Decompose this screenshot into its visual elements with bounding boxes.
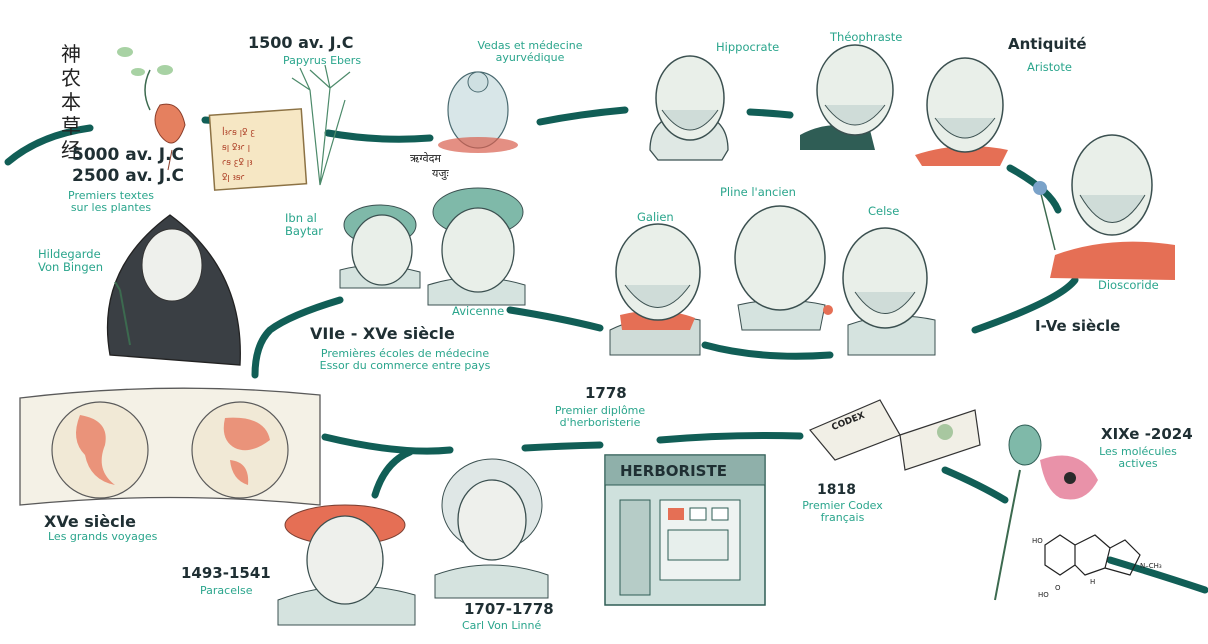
codex-book-illustration [809, 399, 981, 471]
hildegarde-portrait [106, 214, 241, 366]
papyrus-text-line: ꜥꞩ ꜫꝿ ꞁꜣ [222, 158, 253, 168]
shennong-bencao-text: 神农本草经 [61, 42, 81, 162]
pline-portrait [734, 205, 833, 331]
dioscoride-portrait [1033, 134, 1175, 280]
year-1778: 1778 [585, 384, 627, 402]
papyrus-text-line: ꝿꞁ ꜣꞩꜥ [222, 173, 245, 183]
aristote-label: Aristote [1027, 60, 1072, 74]
dioscoride-label: Dioscoride [1098, 278, 1159, 292]
paracelse-label: Paracelse [200, 584, 253, 597]
theophraste-label: Théophraste [830, 30, 903, 44]
celse-label: Celse [868, 204, 900, 218]
sanskrit-text: यजुः [432, 167, 450, 180]
celse-portrait [842, 227, 936, 356]
timeline-segment [656, 432, 804, 444]
era-1500-bc: 1500 av. J.C [248, 33, 354, 52]
era-2500-bc: 2500 av. J.C [72, 166, 185, 186]
ginseng-plant-illustration [117, 47, 186, 171]
world-map-illustration [19, 387, 321, 506]
shop-sign-text: HERBORISTE [620, 462, 727, 480]
galien-label: Galien [637, 210, 674, 224]
pline-label: Pline l'ancien [720, 185, 796, 199]
papyrus-scroll-illustration [208, 108, 308, 191]
linne-dates: 1707-1778 [464, 600, 554, 618]
molecule-atom: HO [1032, 537, 1043, 545]
carl-von-linne-portrait [434, 458, 549, 599]
era-i-ve-siecle: I-Ve siècle [1035, 317, 1121, 335]
timeline-segment [701, 341, 834, 360]
paracelse-portrait [277, 504, 416, 626]
timeline-segment [506, 306, 604, 332]
papyrus-text-line: ꞩꞁ ꝿꜣꜥ ꞁ [222, 143, 250, 153]
timeline-segment [521, 441, 604, 452]
herboriste-shop-illustration [604, 454, 766, 606]
era-xix-2024: XIXe -2024 [1101, 425, 1193, 443]
sanskrit-text: ऋग्वेदम [410, 152, 441, 165]
molecule-atom: HO [1038, 591, 1049, 599]
avicenne-portrait [427, 187, 526, 306]
ayurveda-deity-illustration [438, 71, 518, 153]
timeline-segment [321, 433, 454, 455]
era-1500-description: Papyrus Ebers [283, 54, 362, 67]
molecule-atom: N–CH₃ [1140, 562, 1162, 570]
timeline-segment [746, 108, 794, 119]
timeline-segment [324, 129, 434, 143]
linne-label: Carl Von Linné [462, 619, 542, 632]
timeline-segment [4, 124, 94, 166]
poppy-illustration [994, 424, 1098, 601]
hippocrate-portrait [649, 55, 729, 161]
timeline-segment [971, 276, 1079, 334]
papyrus-plant-illustration [291, 64, 351, 186]
era-5000-bc: 5000 av. J.C [72, 145, 185, 165]
era-vii-xv-siecle: VIIe - XVe siècle [310, 324, 455, 343]
ibn-al-baytar-portrait [339, 204, 421, 289]
aristote-portrait [915, 57, 1008, 166]
timeline-segment [1106, 556, 1208, 594]
timeline-segment [371, 448, 414, 499]
theophraste-portrait [800, 44, 894, 150]
avicenne-label: Avicenne [452, 304, 505, 318]
hippocrate-label: Hippocrate [716, 40, 780, 54]
molecule-atom: H [1090, 578, 1095, 586]
papyrus-text-line: ꟾꜣꜥꞩ ꞁꝿ ꜫ [222, 126, 255, 138]
timeline-segment [941, 466, 1009, 504]
paracelse-dates: 1493-1541 [181, 564, 271, 582]
year-1818: 1818 [817, 482, 856, 498]
timeline-segment [536, 106, 629, 126]
molecule-atom: O [1055, 584, 1061, 592]
timeline-segment [251, 296, 344, 379]
era-xv-siecle: XVe siècle [44, 512, 136, 531]
era-xv-description: Les grands voyages [48, 530, 158, 543]
era-antiquite: Antiquité [1008, 35, 1087, 53]
morphine-molecule-illustration [1044, 534, 1141, 576]
galien-portrait [609, 223, 701, 356]
